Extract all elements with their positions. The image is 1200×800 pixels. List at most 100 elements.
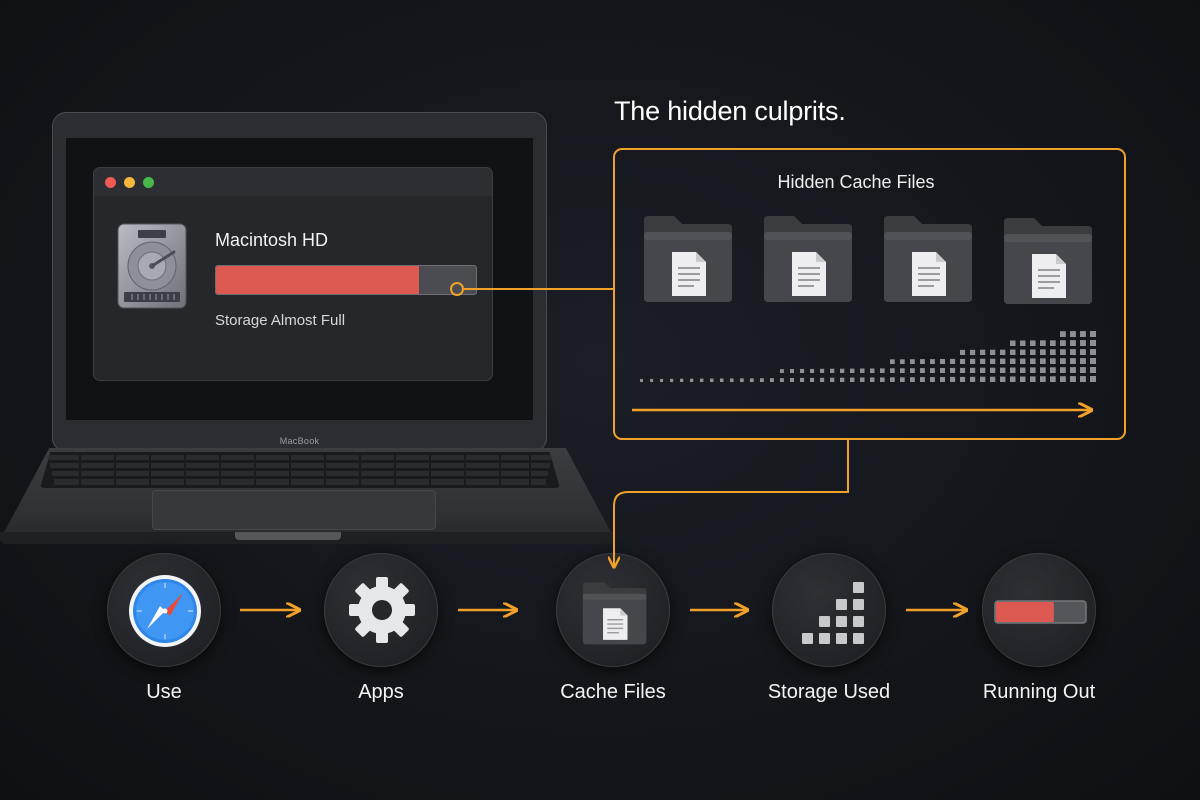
folder-document-icon	[763, 215, 853, 303]
data-block	[850, 377, 855, 382]
data-block	[1040, 376, 1046, 382]
data-block	[920, 359, 925, 364]
data-block	[990, 358, 996, 364]
data-block	[900, 359, 905, 364]
data-block	[1050, 367, 1056, 373]
folder-document-icon	[883, 215, 973, 303]
data-block	[1050, 349, 1056, 355]
data-block	[870, 377, 875, 382]
data-block	[950, 376, 956, 382]
data-block	[920, 377, 925, 382]
data-block	[810, 368, 815, 373]
data-block	[840, 368, 845, 373]
data-block	[990, 376, 996, 382]
data-block	[680, 378, 684, 382]
storage-bar-icon	[994, 600, 1087, 624]
data-block	[980, 349, 986, 355]
data-block	[920, 368, 925, 373]
data-block	[690, 378, 694, 382]
data-block	[850, 368, 855, 373]
data-block	[1020, 349, 1026, 355]
step-label-apps: Apps	[358, 681, 404, 703]
close-button[interactable]	[105, 177, 116, 188]
data-block	[860, 368, 865, 373]
data-block	[710, 378, 714, 382]
data-block	[1070, 340, 1076, 346]
step-cache-files	[556, 553, 670, 667]
data-block	[910, 359, 915, 364]
data-block	[970, 376, 976, 382]
data-block	[1030, 340, 1036, 346]
data-block	[1000, 367, 1006, 373]
data-block	[1070, 331, 1076, 337]
cache-panel-title: Hidden Cache Files	[777, 172, 935, 192]
data-block	[1020, 376, 1026, 382]
data-block	[820, 368, 825, 373]
drive-name: Macintosh HD	[215, 230, 329, 250]
cache-panel	[613, 148, 1126, 440]
data-block	[980, 376, 986, 382]
storage-status: Storage Almost Full	[215, 312, 346, 329]
data-block	[880, 377, 885, 382]
data-block	[670, 378, 674, 382]
data-block	[910, 377, 915, 382]
data-block	[1060, 349, 1066, 355]
data-block	[770, 378, 774, 382]
data-block	[1080, 340, 1086, 346]
data-block	[1080, 376, 1086, 382]
data-block	[1030, 376, 1036, 382]
data-block	[1000, 349, 1006, 355]
keyboard	[40, 452, 560, 488]
hard-drive-icon	[117, 223, 187, 309]
data-block	[870, 368, 875, 373]
data-block	[1030, 349, 1036, 355]
data-block	[1080, 367, 1086, 373]
data-block	[840, 377, 845, 382]
step-apps	[324, 553, 438, 667]
step-label-cache-files: Cache Files	[560, 681, 666, 703]
data-block	[990, 349, 996, 355]
data-block	[1020, 367, 1026, 373]
data-block	[1010, 349, 1016, 355]
data-block	[930, 359, 935, 364]
minimize-button[interactable]	[124, 177, 135, 188]
data-block	[1060, 340, 1066, 346]
data-block	[1080, 331, 1086, 337]
data-block	[940, 368, 945, 373]
data-block	[1090, 367, 1096, 373]
storage-bar-used	[216, 266, 419, 294]
data-block	[980, 358, 986, 364]
data-block	[1040, 349, 1046, 355]
data-block	[800, 377, 805, 382]
data-block	[1020, 340, 1026, 346]
data-block	[1030, 358, 1036, 364]
data-block	[1040, 358, 1046, 364]
data-block	[650, 378, 654, 382]
data-block	[820, 377, 825, 382]
data-block	[1050, 358, 1056, 364]
step-label-storage-used: Storage Used	[767, 681, 891, 703]
data-block	[1060, 367, 1066, 373]
data-block	[1010, 367, 1016, 373]
step-storage-used	[772, 553, 886, 667]
data-block	[930, 368, 935, 373]
data-block	[1040, 367, 1046, 373]
data-block	[940, 359, 945, 364]
data-block	[810, 377, 815, 382]
data-block	[720, 378, 724, 382]
data-block	[880, 368, 885, 373]
zoom-button[interactable]	[143, 177, 154, 188]
data-block	[970, 358, 976, 364]
data-block	[830, 377, 835, 382]
data-block	[980, 367, 986, 373]
data-block	[950, 358, 956, 364]
data-block	[1090, 358, 1096, 364]
data-block	[990, 367, 996, 373]
data-block	[970, 349, 976, 355]
folder-document-icon	[643, 215, 733, 303]
data-block	[1090, 376, 1096, 382]
data-block	[1060, 376, 1066, 382]
laptop-brand: MacBook	[279, 436, 320, 446]
data-block	[750, 378, 754, 382]
window-titlebar	[94, 168, 492, 196]
